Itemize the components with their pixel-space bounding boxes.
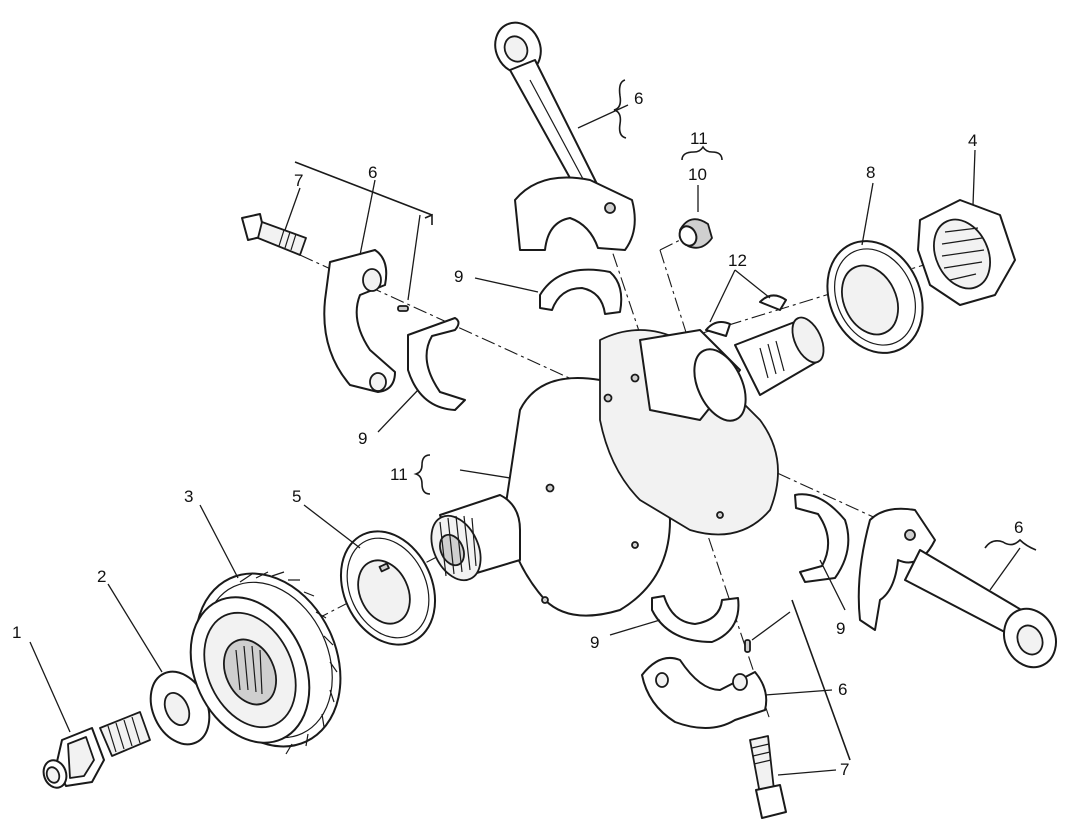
dowel-pins [397, 305, 751, 653]
part-6-cap-left [323, 249, 396, 393]
callout-9-left: 9 [358, 429, 367, 448]
part-6-conrod-right [857, 507, 1057, 669]
callout-4: 4 [968, 131, 977, 150]
callout-6-bottom: 6 [838, 680, 847, 699]
callout-11-left: 11 [390, 465, 408, 484]
callout-3: 3 [184, 487, 193, 506]
part-9-shell-bottom [651, 595, 740, 643]
callout-9-right: 9 [836, 619, 845, 638]
callout-2: 2 [97, 567, 106, 586]
part-7-bolt-left [241, 213, 307, 256]
part-12-keys [705, 294, 787, 337]
part-6-cap-bottom [641, 656, 768, 730]
callout-12: 12 [728, 251, 747, 270]
part-9-shell-right [794, 493, 850, 583]
part-7-bolt-bottom [749, 735, 787, 819]
callout-10: 10 [688, 165, 707, 184]
part-3-gear [189, 571, 342, 755]
callout-6-right: 6 [1014, 518, 1023, 537]
callout-6-top: 6 [634, 89, 643, 108]
callout-5: 5 [292, 487, 301, 506]
leader-lines [29, 104, 1021, 776]
callout-7-bottom: 7 [840, 760, 849, 779]
callout-11-top: 11 [690, 129, 708, 148]
callout-6-left: 6 [368, 163, 377, 182]
part-4-nut [917, 199, 1016, 306]
part-10-bushing [678, 218, 713, 249]
callout-1: 1 [12, 623, 21, 642]
callout-labels: 1 2 3 4 5 6 6 6 6 7 7 8 9 9 9 9 10 11 11… [12, 89, 1023, 779]
part-6-conrod-top [494, 21, 636, 251]
part-8-gear-ring [826, 240, 924, 354]
callout-9-bottom: 9 [590, 633, 599, 652]
callout-7-top: 7 [294, 171, 303, 190]
part-2-washer [149, 670, 211, 746]
callout-9-upper: 9 [454, 267, 463, 286]
part-9-shell-left [407, 317, 466, 411]
group-braces [294, 79, 1037, 761]
part-9-shell-upper [539, 268, 623, 315]
part-5-gear [339, 530, 437, 646]
callout-8: 8 [866, 163, 875, 182]
part-11-crankshaft [430, 316, 825, 617]
part-1-bolt [42, 711, 151, 789]
